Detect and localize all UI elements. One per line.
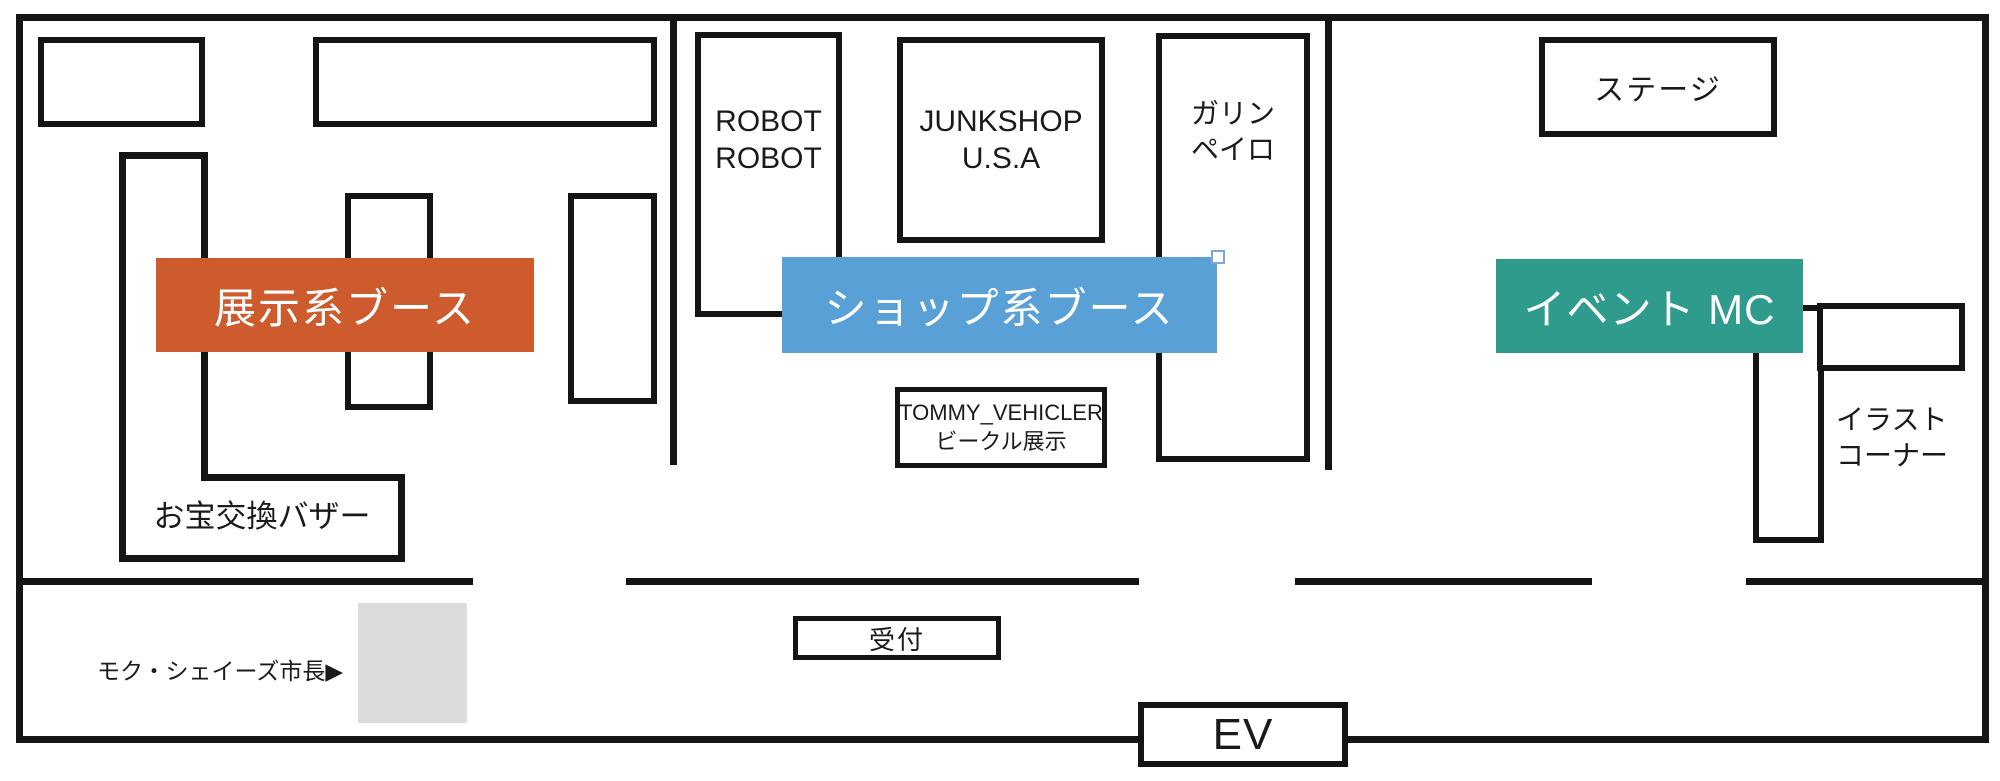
exhibit-zone-banner: 展示系ブース [156, 258, 534, 352]
exhibit-booth-bar-right [568, 193, 657, 404]
mayor-note-label: モク・シェイーズ市長▶ [97, 658, 344, 684]
event-mc-label: イベント MC [1523, 285, 1776, 333]
corridor-wall-right [1746, 578, 1986, 585]
illust-corner-box [1817, 303, 1965, 371]
corridor-wall-left [20, 578, 473, 585]
unlabeled-booth-top [313, 37, 657, 127]
elevator-box: EV [1138, 702, 1348, 767]
stage-label: ステージ [1594, 74, 1722, 107]
tommy-vehicler-label: TOMMY_VEHICLER ビークル展示 [899, 399, 1103, 454]
corridor-wall-center-right [1295, 578, 1592, 585]
unlabeled-booth-topleft [38, 37, 205, 127]
section-divider-left [670, 21, 677, 465]
illust-corner-label: イラスト コーナー [1836, 404, 1949, 472]
junkshop-usa-booth [897, 37, 1105, 243]
shop-zone-label: ショップ系ブース [824, 284, 1175, 332]
event-mc-banner: イベント MC [1496, 259, 1803, 353]
venue-outer-wall [16, 14, 1989, 743]
corridor-wall-center-left [626, 578, 1139, 585]
bazaar-label: お宝交換バザー [153, 499, 371, 534]
stage-box: ステージ [1539, 37, 1777, 137]
elevator-label: EV [1212, 709, 1274, 759]
reception-label: 受付 [868, 624, 925, 655]
tommy-vehicler-box: TOMMY_VEHICLER ビークル展示 [895, 387, 1107, 468]
exhibit-zone-label: 展示系ブース [214, 284, 476, 332]
garin-peiro-label: ガリン ペイロ [1190, 98, 1275, 166]
selection-handle[interactable] [1211, 250, 1225, 264]
junkshop-usa-label: JUNKSHOP U.S.A [919, 105, 1083, 175]
mayor-photo-area [358, 603, 467, 723]
shop-zone-banner[interactable]: ショップ系ブース [782, 257, 1217, 353]
reception-box: 受付 [793, 616, 1001, 660]
section-divider-right [1325, 21, 1332, 470]
garin-peiro-booth [1156, 33, 1310, 462]
robot-robot-label: ROBOT ROBOT [715, 105, 822, 175]
